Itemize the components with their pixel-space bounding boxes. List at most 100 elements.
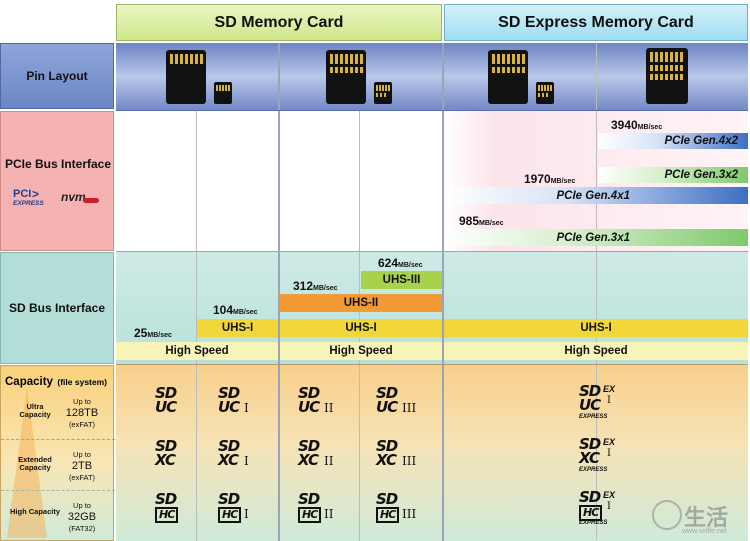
capacity-ultra-fs: (exFAT) [68, 420, 96, 429]
sd-mark-icon: SD [298, 384, 320, 402]
header-sd-memory-card: SD Memory Card [116, 4, 442, 41]
row-label-pin-layout: Pin Layout [0, 43, 114, 109]
capacity-label-cell: Capacity (file system) [0, 365, 115, 541]
sd-mark-icon: SD [579, 382, 601, 400]
pci-logo-text: PCI [13, 188, 32, 200]
capacity-class-mark: UC [579, 396, 601, 414]
sd-mark-icon: SD [155, 384, 177, 402]
bar-pcie-gen4x2: PCIe Gen.4x2 [598, 133, 748, 149]
bar-pcie-gen4x1: PCIe Gen.4x1 [444, 187, 748, 204]
row-label-sdbus: SD Bus Interface [0, 252, 114, 364]
bar-uhs1-uhs2card: UHS-I [280, 319, 442, 337]
speed-25: 25MB/sec [134, 326, 172, 340]
capacity-class-mark: HC [218, 507, 242, 523]
pcie-empty-column [281, 111, 358, 251]
capacity-class-mark: HC [298, 507, 322, 523]
speed-unit: MB/sec [313, 285, 338, 292]
capacity-ultra-name: Ultra Capacity [19, 402, 51, 419]
row-divider [116, 251, 748, 252]
speed-25-value: 25 [134, 326, 148, 340]
capacity-class-mark: UC [155, 398, 177, 416]
bus-interface-mark: I [607, 448, 611, 459]
row-label-pcie: PCIe Bus Interface [4, 157, 112, 171]
speed-985-value: 985 [459, 214, 480, 228]
bus-interface-mark: III [402, 401, 417, 415]
row-divider [116, 364, 748, 365]
speed-312: 312MB/sec [293, 279, 338, 293]
speed-104: 104MB/sec [213, 303, 258, 317]
bar-uhs3: UHS-III [361, 271, 442, 289]
speed-312-value: 312 [293, 279, 314, 293]
bus-interface-mark: III [402, 454, 417, 468]
capacity-high-fs: (FAT32) [68, 524, 96, 533]
sd-mark-icon: SD [218, 384, 240, 402]
sd-express-card-pin-layout-image-1 [488, 50, 554, 104]
capacity-class-mark: HC [579, 505, 603, 521]
capacity-row-background [116, 364, 748, 541]
sd-mark-icon: SD [298, 490, 320, 508]
capacity-fs-text: (file system) [57, 377, 107, 387]
capacity-title-text: Capacity [5, 376, 53, 388]
speed-unit: MB/sec [147, 332, 172, 339]
speed-3940-value: 3940 [611, 118, 638, 132]
bar-uhs2: UHS-II [280, 294, 442, 312]
speed-unit: MB/sec [550, 178, 576, 185]
bus-interface-mark: I [607, 501, 611, 512]
pci-express-logo: PCI > EXPRESS [13, 187, 57, 210]
bar-uhs1-express: UHS-I [444, 319, 748, 337]
capacity-divider-1 [1, 439, 115, 440]
watermark-circle-icon [652, 500, 682, 530]
capacity-ultra-upto: Up to [73, 397, 91, 406]
speed-unit: MB/sec [233, 309, 258, 316]
nvme-logo: nvm [61, 190, 107, 208]
capacity-class-mark: XC [579, 449, 600, 467]
sd-express-card-pin-layout-image-2 [646, 48, 688, 104]
speed-unit: MB/sec [398, 262, 423, 269]
speed-624: 624MB/sec [378, 256, 423, 270]
capacity-class-mark: XC [376, 451, 397, 469]
sd-mark-icon: SD [376, 437, 398, 455]
capacity-funnel-shape [7, 388, 47, 538]
watermark-logo: 生活 www.sellfe.net [652, 498, 748, 538]
sd-mark-icon: SD [579, 488, 601, 506]
capacity-extended-upto: Up to [73, 450, 91, 459]
speed-985: 985MB/sec [459, 214, 504, 228]
sd-card-pin-layout-image-uhs1 [166, 50, 232, 104]
capacity-title: Capacity (file system) [5, 372, 115, 390]
nvme-logo-text: nvm [61, 190, 86, 204]
sd-mark-icon: SD [579, 435, 601, 453]
express-mark: EXPRESS [579, 467, 608, 473]
bar-pcie-gen3x1: PCIe Gen.3x1 [444, 229, 748, 246]
capacity-class-mark: UC [298, 398, 320, 416]
pci-logo-chevron-icon: > [32, 187, 40, 201]
capacity-class-mark: XC [218, 451, 239, 469]
sd-card-pin-layout-image-uhs2 [326, 50, 392, 104]
sd-mark-icon: SD [218, 490, 240, 508]
bus-interface-mark: II [324, 454, 334, 468]
bus-interface-mark: I [244, 454, 249, 468]
row-label-pcie-cell: PCIe Bus Interface PCI > EXPRESS nvm [0, 111, 114, 251]
speed-104-value: 104 [213, 303, 234, 317]
column-divider [596, 43, 597, 540]
express-mark: EXPRESS [579, 520, 608, 526]
ex-mark: EX [603, 437, 616, 447]
bus-interface-mark: II [324, 401, 334, 415]
bus-interface-mark: I [607, 395, 611, 406]
column-divider-major [442, 43, 444, 541]
pcie-empty-column [117, 111, 195, 251]
sd-mark-icon: SD [155, 437, 177, 455]
nvme-swoosh-icon [83, 198, 99, 203]
speed-unit: MB/sec [479, 220, 504, 227]
capacity-class-mark: UC [218, 398, 240, 416]
bar-high-speed-sd-uhs1: High Speed [116, 342, 278, 360]
capacity-class-mark: XC [155, 451, 176, 469]
speed-3940: 3940MB/sec [611, 118, 662, 132]
capacity-extended-name: Extended Capacity [18, 455, 52, 472]
sd-mark-icon: SD [298, 437, 320, 455]
column-divider [196, 110, 197, 541]
bar-high-speed-sd-uhs2: High Speed [280, 342, 442, 360]
capacity-class-mark: HC [376, 507, 400, 523]
bar-uhs1-col2: UHS-I [197, 319, 278, 337]
capacity-high-size: 32GB [67, 511, 97, 523]
capacity-high-upto: Up to [73, 501, 91, 510]
